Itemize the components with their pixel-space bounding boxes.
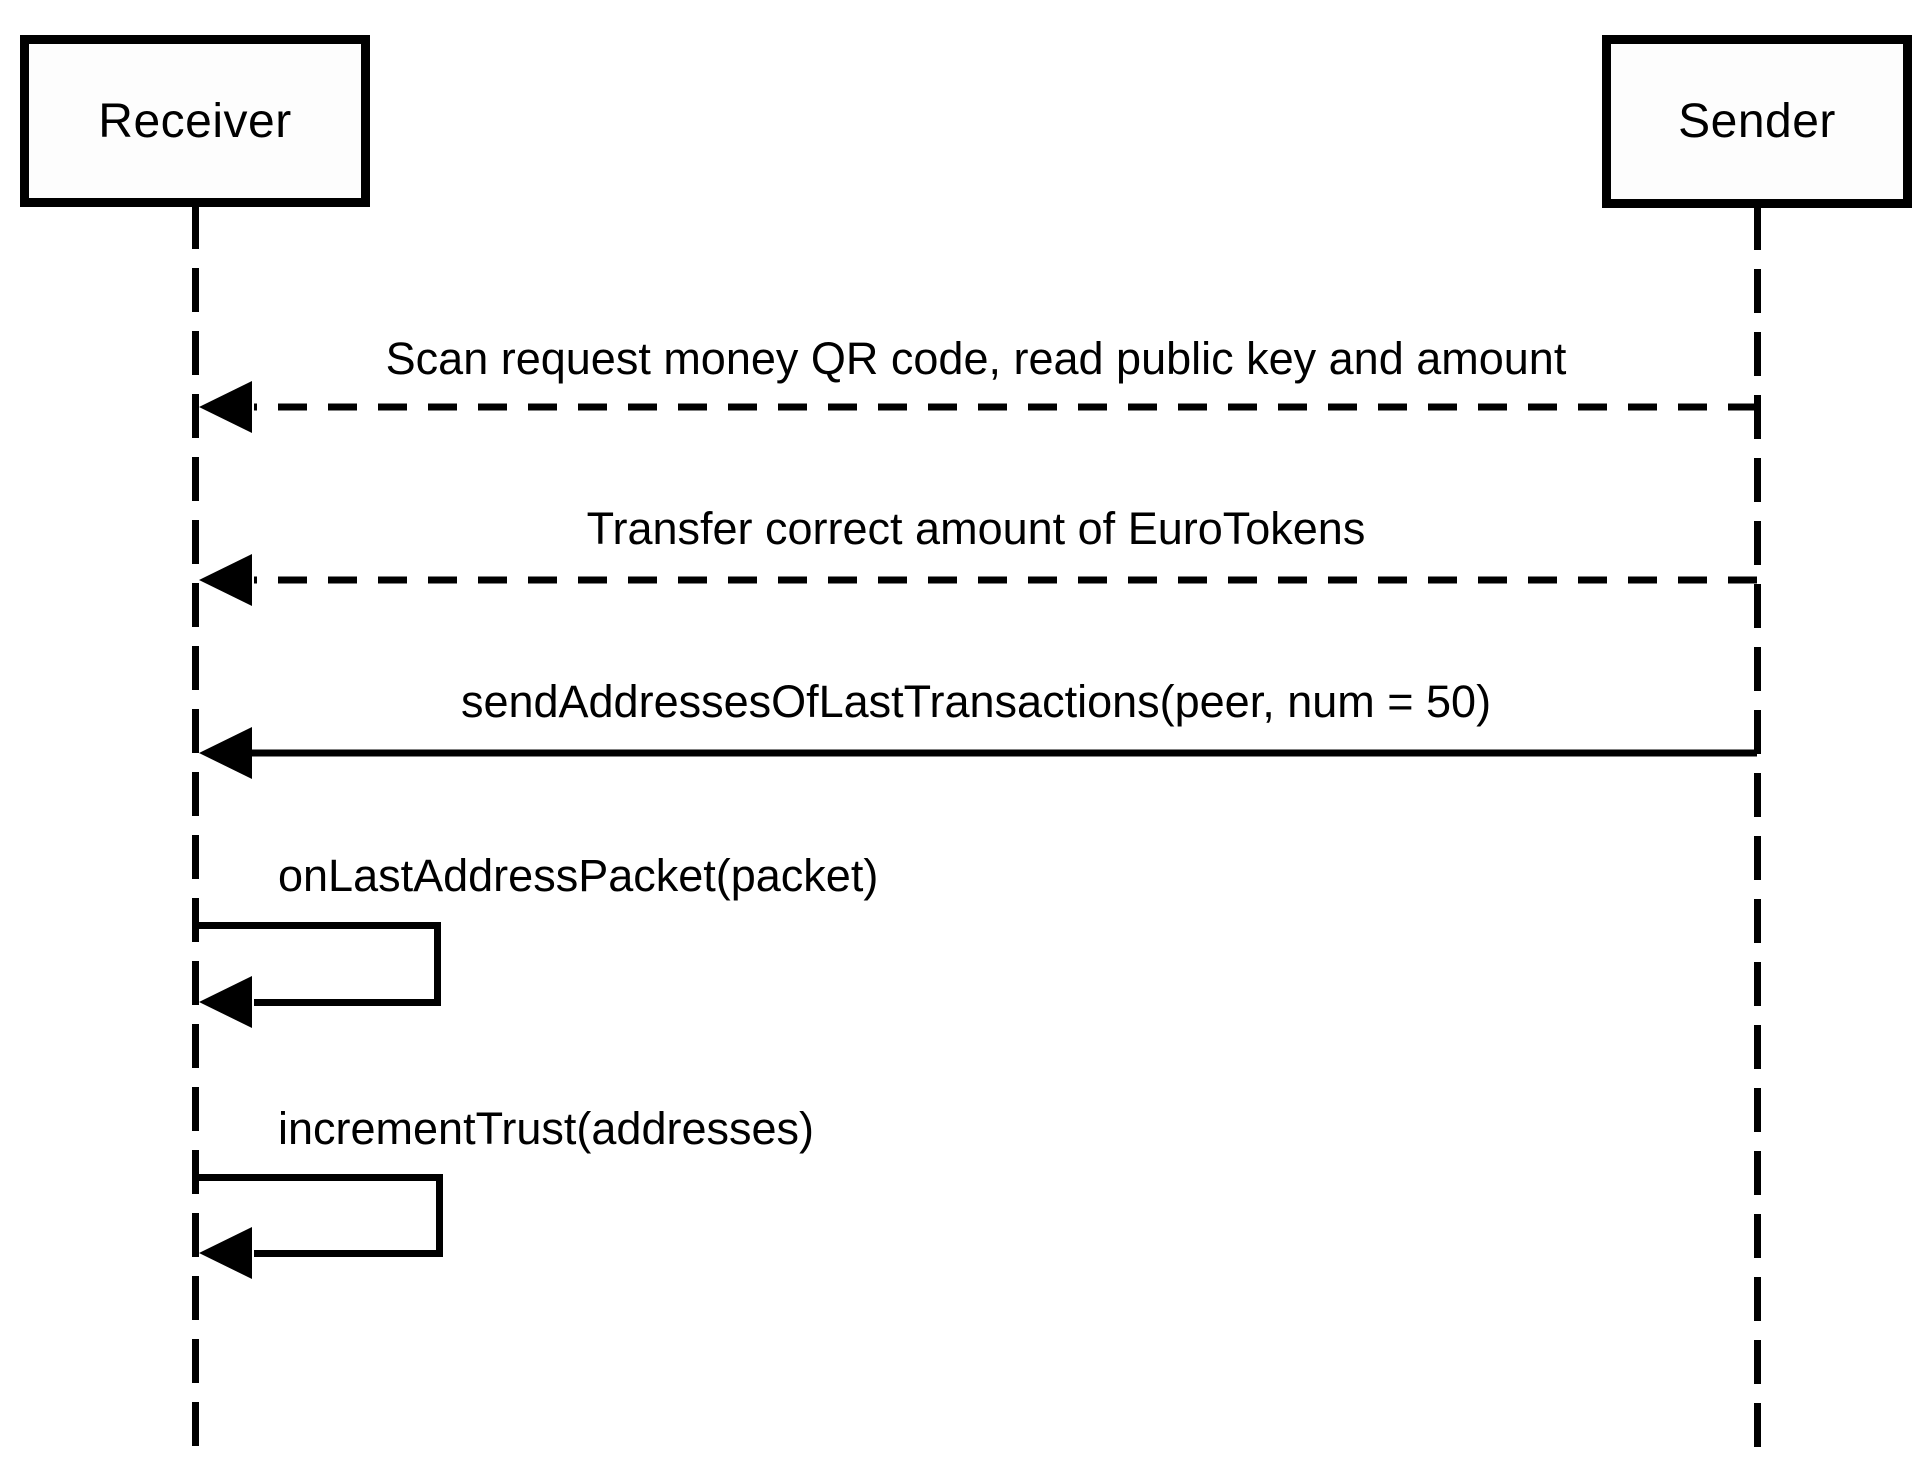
self-message-loop-on-last-address-packet (199, 922, 441, 1006)
arrowhead-transfer-icon (199, 554, 252, 606)
actor-box-receiver: Receiver (20, 35, 370, 207)
arrowhead-increment-trust-icon (199, 1227, 252, 1279)
self-message-loop-increment-trust (199, 1174, 443, 1257)
arrowhead-on-last-address-packet-icon (199, 976, 252, 1028)
message-label-on-last-address-packet: onLastAddressPacket(packet) (278, 850, 879, 901)
arrowhead-send-addresses-icon (199, 727, 252, 779)
message-label-send-addresses: sendAddressesOfLastTransactions(peer, nu… (460, 676, 1492, 727)
actor-label-receiver: Receiver (98, 94, 292, 148)
actor-box-sender: Sender (1602, 35, 1912, 208)
arrowhead-scan-request-icon (199, 381, 252, 433)
message-label-transfer: Transfer correct amount of EuroTokens (586, 503, 1366, 554)
actor-label-sender: Sender (1678, 95, 1836, 148)
message-label-scan-request: Scan request money QR code, read public … (385, 333, 1567, 384)
message-label-increment-trust: incrementTrust(addresses) (278, 1103, 815, 1154)
